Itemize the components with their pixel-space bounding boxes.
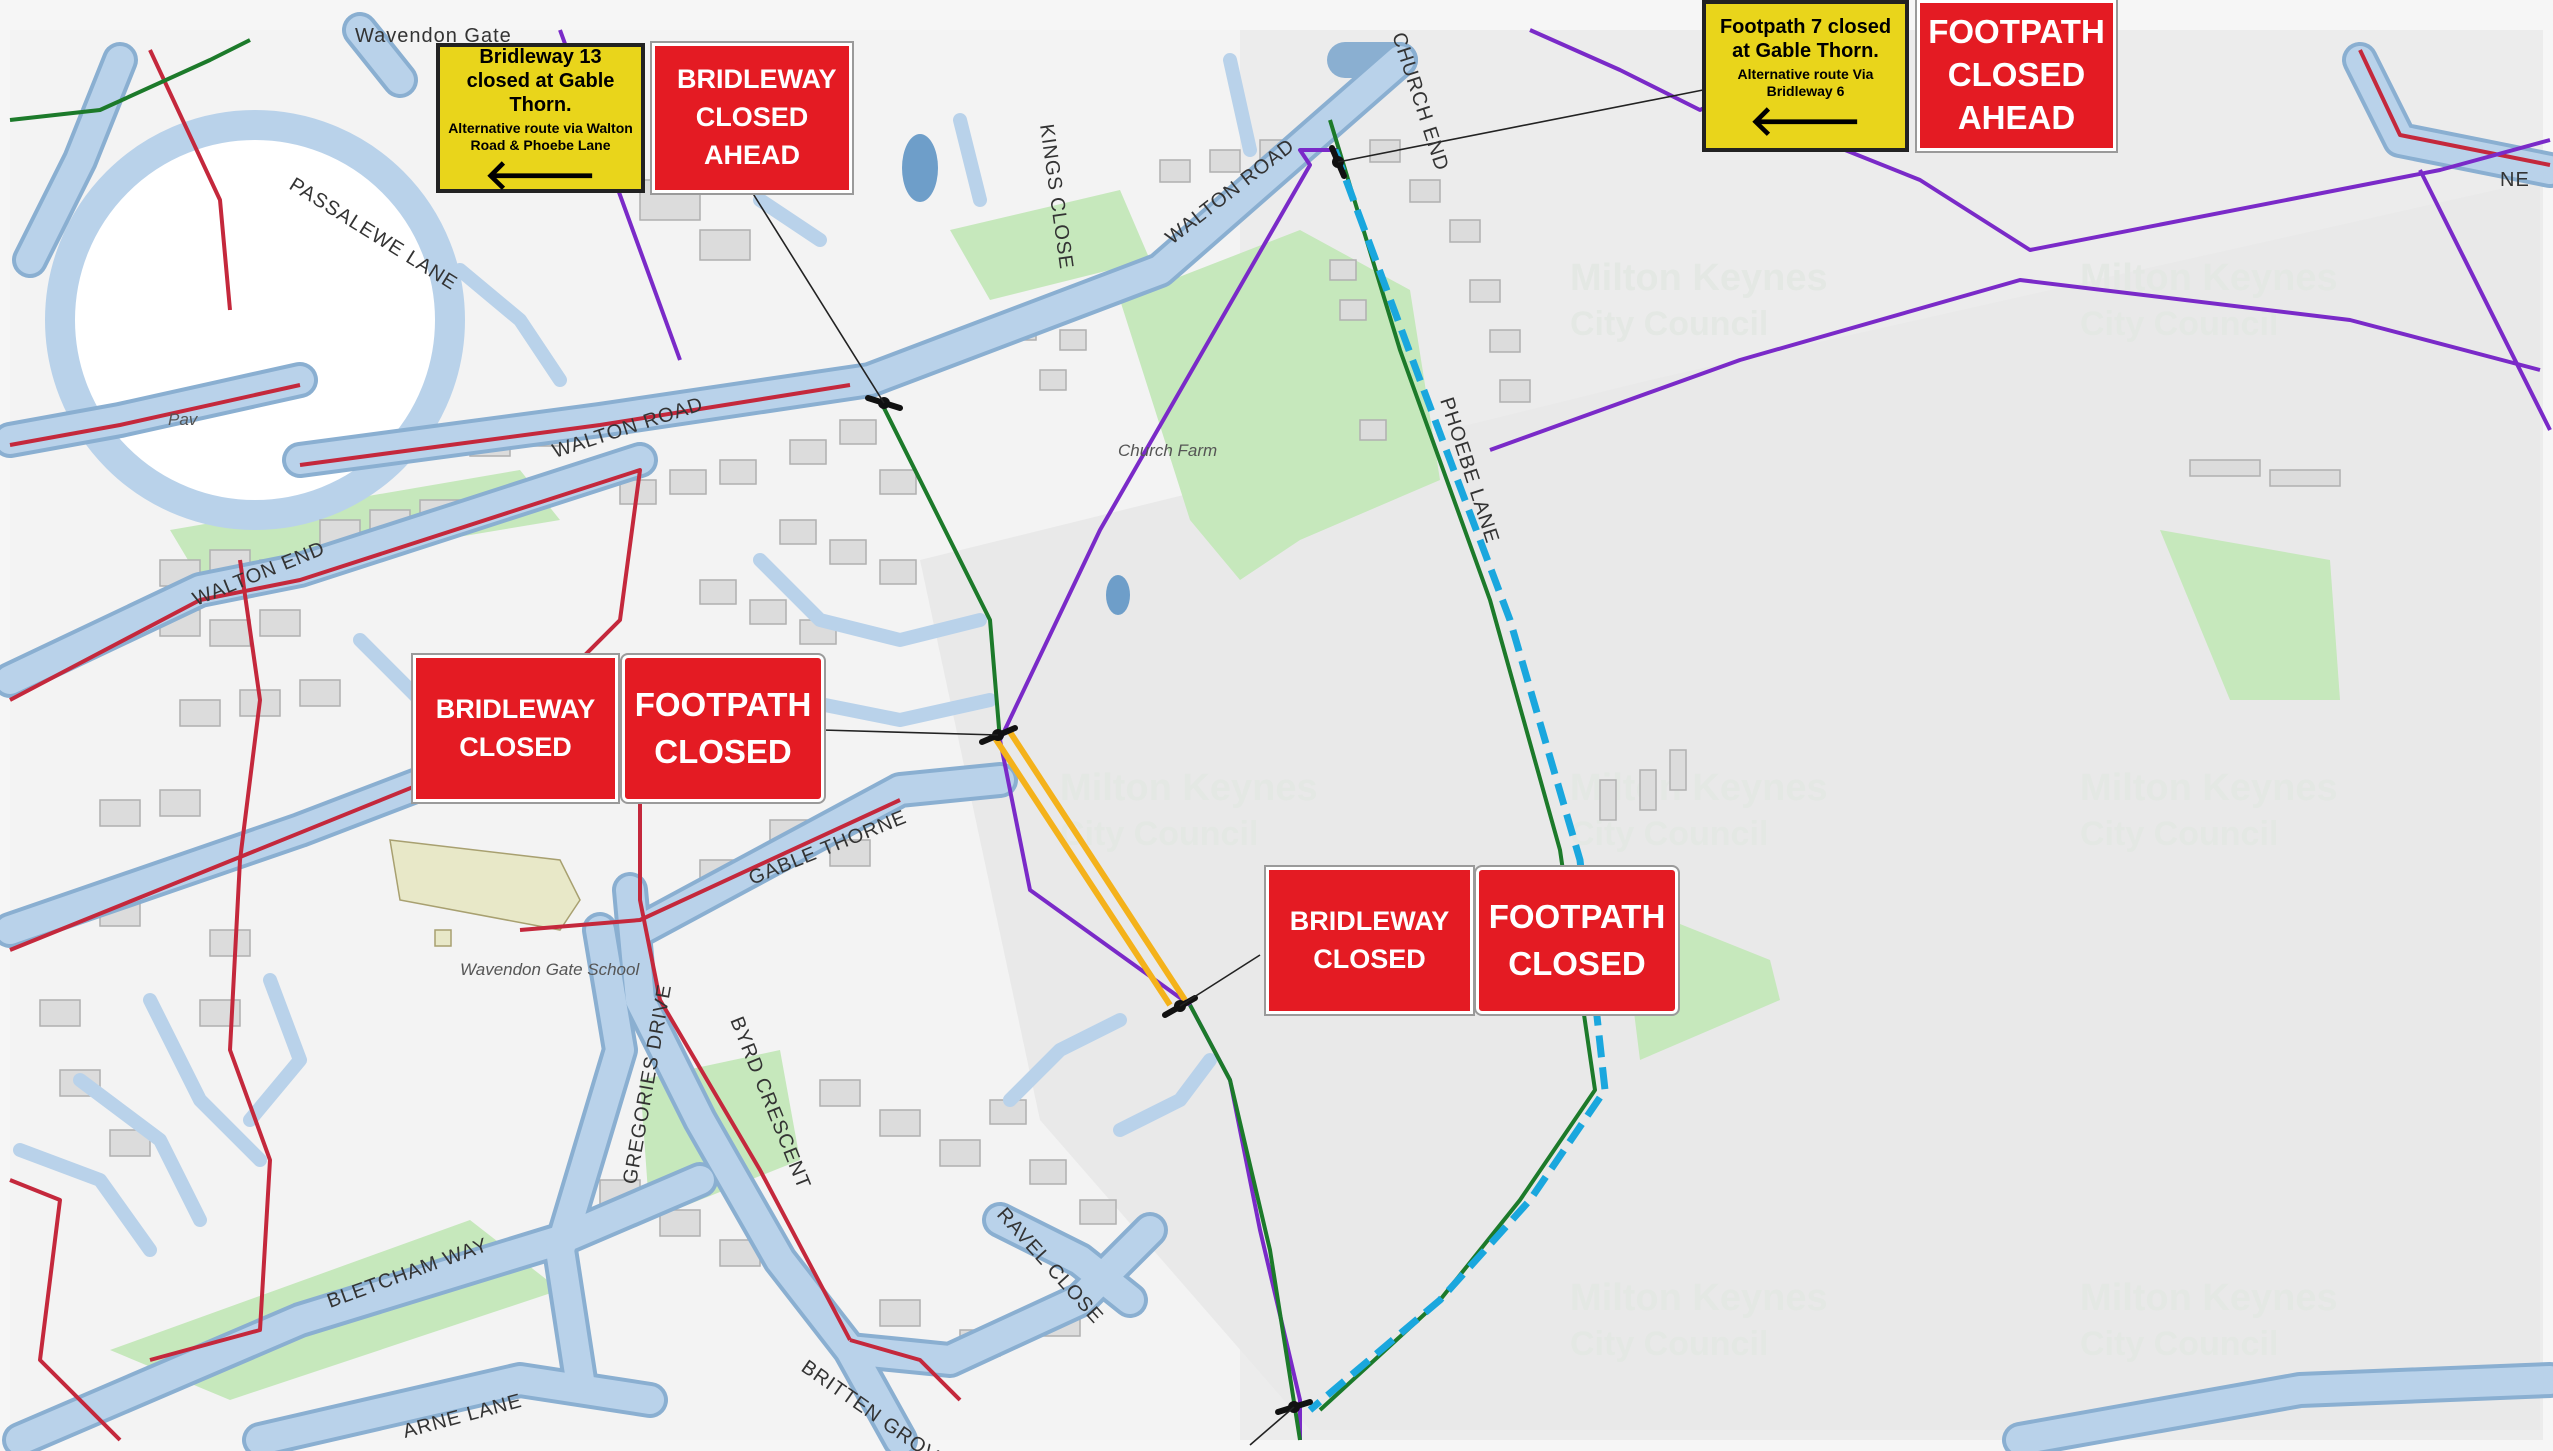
- sign-text: FOOTPATH CLOSED: [634, 686, 812, 770]
- sign-title: Footpath 7 closed at Gable Thorn.: [1719, 15, 1892, 62]
- sign-subtitle: Alternative route Via Bridleway 6: [1737, 65, 1874, 99]
- pond-north: [902, 134, 938, 202]
- bridleway-closed-sign-south: BRIDLEWAY CLOSED: [1264, 865, 1475, 1016]
- red-routes: [9, 49, 2551, 1442]
- footpath-closed-sign-north: FOOTPATH CLOSED: [620, 653, 826, 804]
- bridleway-closed-ahead-sign: BRIDLEWAY CLOSED AHEAD: [650, 41, 854, 195]
- svg-text:Milton Keynes: Milton Keynes: [2080, 1277, 2338, 1319]
- arrow-left-icon: 🡐: [1749, 96, 1862, 144]
- svg-text:Wavendon Gate: Wavendon Gate: [355, 25, 512, 47]
- sign-subtitle: Alternative route via Walton Road & Phoe…: [448, 119, 633, 153]
- svg-text:City Council: City Council: [1570, 815, 1768, 853]
- bridleway-13-alternative-sign: Bridleway 13 closed at Gable Thorn. Alte…: [436, 43, 645, 198]
- sign-text: BRIDLEWAY CLOSED: [1289, 905, 1450, 974]
- park-east: [2160, 530, 2340, 700]
- svg-text:City Council: City Council: [1570, 1325, 1768, 1363]
- leader-lines: [751, 89, 1704, 1446]
- svg-text:Milton Keynes: Milton Keynes: [2080, 767, 2338, 809]
- svg-text:NE: NE: [2500, 169, 2530, 191]
- svg-text:Pav: Pav: [168, 410, 199, 429]
- closed-section: [992, 730, 1188, 1007]
- svg-text:Milton Keynes: Milton Keynes: [1570, 257, 1828, 299]
- sign-text: BRIDLEWAY CLOSED AHEAD: [677, 64, 837, 170]
- svg-text:Milton Keynes: Milton Keynes: [1570, 1277, 1828, 1319]
- footpath-closed-ahead-sign: FOOTPATH CLOSED AHEAD: [1915, 0, 2118, 153]
- park-creek: [170, 470, 560, 580]
- svg-text:City Council: City Council: [2080, 1325, 2278, 1363]
- svg-text:Milton Keynes: Milton Keynes: [1060, 767, 1318, 809]
- sign-title: Bridleway 13 closed at Gable Thorn.: [466, 45, 615, 116]
- footpath-closed-sign-south: FOOTPATH CLOSED: [1474, 865, 1680, 1016]
- place-labels: Pav Church Farm Wavendon Gate School: [168, 410, 1217, 979]
- svg-text:Wavendon Gate School: Wavendon Gate School: [460, 960, 640, 979]
- arrow-left-icon: 🡐: [484, 150, 597, 198]
- footpath-7-alternative-sign: Footpath 7 closed at Gable Thorn. Altern…: [1702, 0, 1909, 152]
- bridleways: [558, 28, 2552, 1440]
- svg-text:City Council: City Council: [2080, 305, 2278, 343]
- svg-text:City Council: City Council: [1570, 305, 1768, 343]
- sign-text: FOOTPATH CLOSED: [1488, 898, 1666, 982]
- svg-text:City Council: City Council: [2080, 815, 2278, 853]
- park-north: [950, 190, 1150, 300]
- pond-mid: [1106, 575, 1130, 615]
- svg-text:City Council: City Council: [1060, 815, 1258, 853]
- svg-text:Church Farm: Church Farm: [1118, 441, 1217, 460]
- sign-text: BRIDLEWAY CLOSED: [435, 693, 596, 762]
- watermark: Milton Keynes City Council Milton Keynes…: [1060, 257, 2338, 1363]
- sign-text: FOOTPATH CLOSED AHEAD: [1928, 13, 2105, 136]
- bridleway-closed-sign-north: BRIDLEWAY CLOSED: [411, 653, 620, 804]
